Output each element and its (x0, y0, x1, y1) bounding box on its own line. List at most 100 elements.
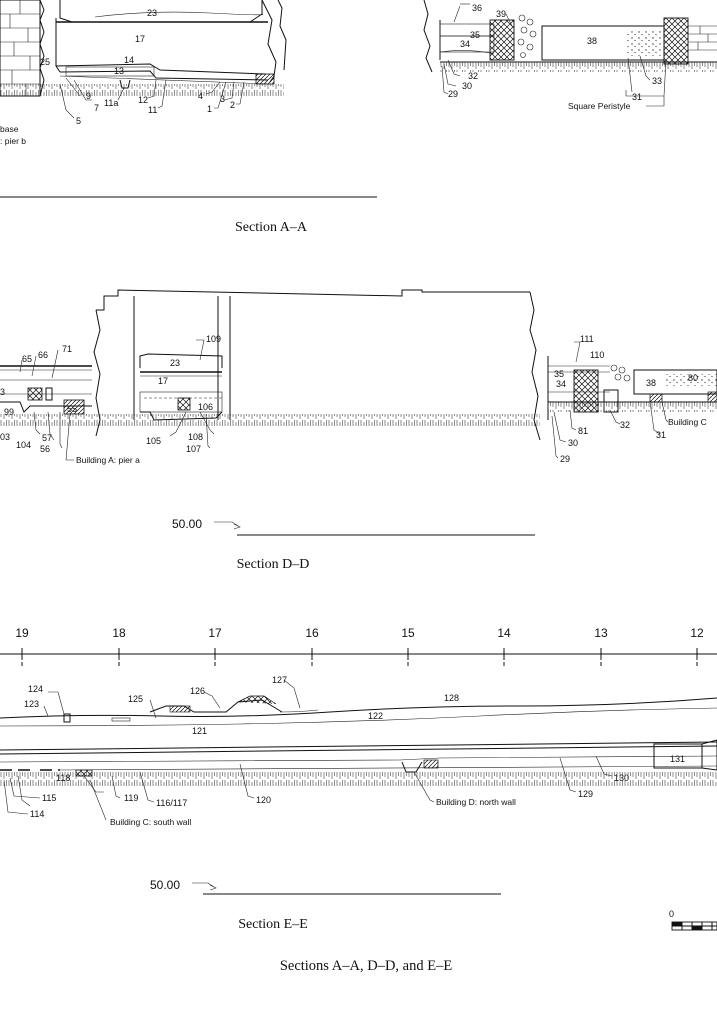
label-39: 39 (496, 9, 506, 19)
room-outline-upper (59, 0, 263, 23)
annotation-building-a-pier-a: Building A: pier a (76, 455, 140, 465)
label-120: 120 (256, 795, 271, 805)
section-e-e-strata (0, 695, 717, 786)
label-3: 3 (220, 94, 225, 104)
section-d-d: 109 23 17 106 105 108 107 65 66 71 3 99 … (0, 289, 717, 572)
label-5: 5 (76, 116, 81, 126)
building-profile (96, 289, 530, 311)
label-29-dd: 29 (560, 454, 570, 464)
label-104: 104 (16, 440, 31, 450)
label-9: 9 (86, 91, 91, 101)
hatched-block (255, 73, 275, 85)
grid-axis: 19 18 17 16 15 14 13 12 (0, 626, 717, 666)
label-35: 35 (470, 30, 480, 40)
scale-value-dd: 50.00 (172, 517, 202, 531)
section-a-a-right: 36 39 35 34 32 30 29 38 33 31 Square Per… (423, 0, 717, 111)
label-56: 56 (40, 444, 50, 454)
label-65: 65 (22, 354, 32, 364)
scale-bar-zero: 0 (669, 909, 674, 919)
label-34-dd: 34 (556, 379, 566, 389)
label-38: 38 (587, 36, 597, 46)
label-124: 124 (28, 684, 43, 694)
label-127: 127 (272, 675, 287, 685)
label-17-dd: 17 (158, 376, 168, 386)
label-108: 108 (188, 432, 203, 442)
label-1: 1 (207, 104, 212, 114)
annotation-building-d-north-wall: Building D: north wall (436, 797, 516, 807)
label-25: 25 (40, 57, 50, 67)
label-03: 03 (0, 432, 10, 442)
label-80: 80 (688, 373, 698, 383)
label-29: 29 (448, 89, 458, 99)
label-14: 14 (124, 55, 134, 65)
masonry-pier-left (0, 0, 45, 97)
label-114: 114 (30, 809, 44, 819)
label-12: 12 (138, 95, 148, 105)
label-31-dd: 31 (656, 430, 666, 440)
label-11: 11 (148, 105, 157, 115)
label-3-dd: 3 (0, 387, 5, 397)
label-23-dd: 23 (170, 358, 180, 368)
annotation-square-peristyle: Square Peristyle (568, 101, 631, 111)
grid-number-19: 19 (15, 626, 29, 640)
grid-number-17: 17 (208, 626, 222, 640)
label-34: 34 (460, 39, 470, 49)
label-125: 125 (128, 694, 143, 704)
label-23: 23 (147, 8, 157, 18)
label-71: 71 (62, 344, 72, 354)
label-31: 31 (632, 92, 642, 102)
layer-13-block (65, 66, 155, 77)
section-d-d-title: Section D–D (237, 557, 310, 572)
label-99: 99 (4, 407, 14, 417)
grid-number-14: 14 (497, 626, 511, 640)
label-36: 36 (472, 3, 482, 13)
label-119: 119 (124, 793, 138, 803)
annotation-pier-b: : pier b (0, 136, 26, 146)
label-111: 111 (580, 334, 594, 344)
label-122: 122 (368, 711, 383, 721)
block-131 (653, 743, 703, 769)
section-a-a-title: Section A–A (235, 220, 308, 235)
label-33: 33 (652, 76, 662, 86)
label-4: 4 (198, 91, 203, 101)
annotation-building-c: Building C (668, 417, 707, 427)
label-116-117: 116/117 (156, 798, 187, 808)
rubble-fill-dd (610, 364, 631, 382)
label-110: 110 (590, 350, 604, 360)
label-128: 128 (444, 693, 459, 703)
hatched-block-106 (177, 397, 191, 411)
grid-number-13: 13 (594, 626, 608, 640)
scale-value-ee: 50.00 (150, 878, 180, 892)
grid-number-12: 12 (690, 626, 704, 640)
label-66: 66 (38, 350, 48, 360)
figure-caption: Sections A–A, D–D, and E–E (280, 958, 453, 974)
label-32-dd: 32 (620, 420, 630, 430)
label-115: 115 (42, 793, 56, 803)
grid-number-16: 16 (305, 626, 319, 640)
label-81: 81 (578, 426, 588, 436)
label-118: 118 (56, 773, 70, 783)
label-126: 126 (190, 686, 205, 696)
block-38-80 (633, 369, 717, 395)
section-e-e: 19 18 17 16 15 14 13 12 (0, 626, 717, 932)
label-106: 106 (198, 402, 213, 412)
crosshatched-wall-39 (489, 19, 515, 61)
annotation-base: base (0, 124, 19, 134)
label-123: 123 (24, 699, 39, 709)
grid-number-18: 18 (112, 626, 126, 640)
label-131: 131 (670, 754, 685, 764)
label-32: 32 (468, 71, 478, 81)
ground-hatch (0, 84, 284, 96)
label-38-dd: 38 (646, 378, 656, 388)
label-121: 121 (192, 726, 207, 736)
label-35-dd: 35 (554, 369, 564, 379)
crosshatched-wall-right (663, 17, 689, 65)
label-107: 107 (186, 444, 201, 454)
building-d-north-wall-block (401, 761, 423, 773)
label-57: 57 (42, 433, 52, 443)
label-55: 55 (67, 404, 77, 414)
label-30: 30 (462, 81, 472, 91)
section-e-e-title: Section E–E (238, 917, 308, 932)
label-13: 13 (114, 66, 124, 76)
ground-hatch-dd (0, 414, 540, 426)
